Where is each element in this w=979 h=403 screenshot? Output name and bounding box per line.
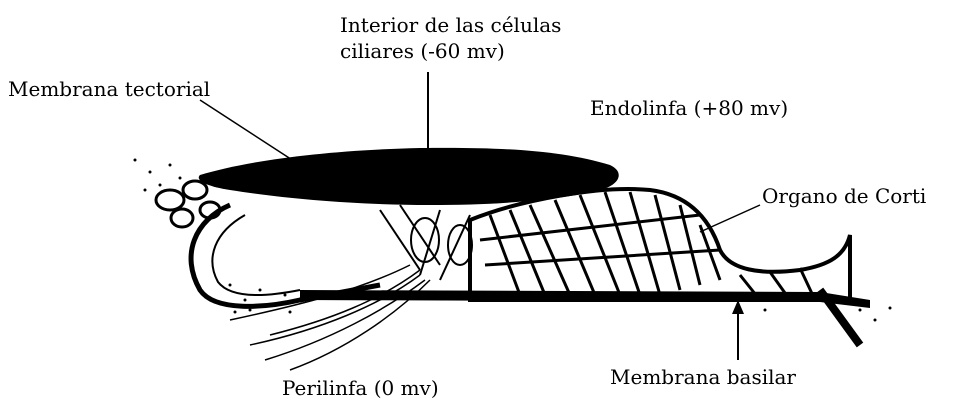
leader-basilar-arrowhead <box>732 300 744 314</box>
organo-corti-label: Organo de Corti <box>762 183 926 209</box>
membrana-basilar-label: Membrana basilar <box>610 364 796 390</box>
membrana-tectorial-label: Membrana tectorial <box>8 76 210 102</box>
interior-label-line2: ciliares (-60 mv) <box>340 38 505 64</box>
nerve-fibers <box>230 265 430 370</box>
inner-sulcus-inner <box>212 215 300 295</box>
leader-tectorial <box>200 100 300 165</box>
perilinfa-label: Perilinfa (0 mv) <box>282 375 439 401</box>
interior-label-line1: Interior de las células <box>340 12 561 38</box>
endolinfa-label: Endolinfa (+80 mv) <box>590 95 788 121</box>
hair-cell-region <box>380 205 472 280</box>
leader-corti <box>700 205 760 232</box>
